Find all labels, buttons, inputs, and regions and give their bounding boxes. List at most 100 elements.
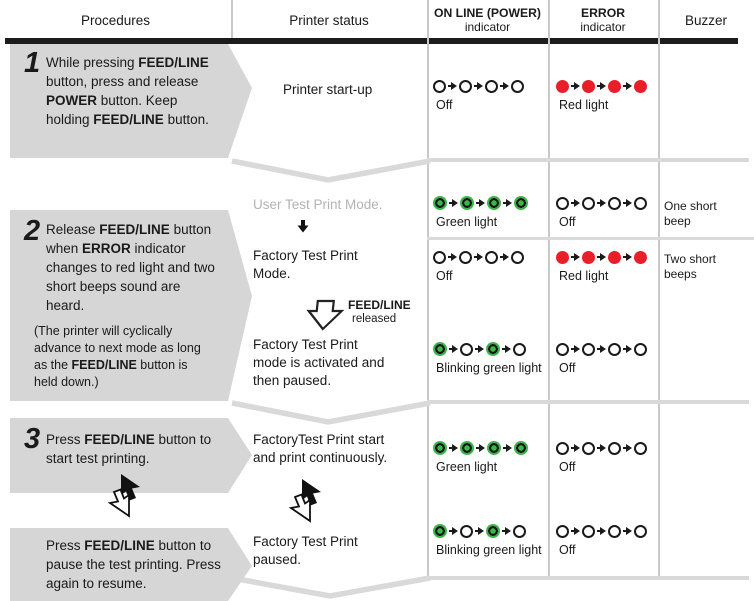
led-sequence	[433, 342, 542, 356]
text-segment: button to start test printing.	[46, 432, 212, 466]
text-segment: ERROR	[82, 241, 131, 256]
led-sequence-arrow-icon	[597, 81, 606, 91]
led-sequence-arrow-icon	[474, 252, 483, 262]
procedure-text-step2: Release FEED/LINE button when ERROR indi…	[46, 220, 218, 315]
off-led-circle	[485, 79, 498, 93]
off-led-circle	[513, 524, 526, 538]
feedline-released-label-bold: FEED/LINE	[348, 298, 411, 312]
error-header-line2: indicator	[580, 20, 626, 34]
led-sequence-arrow-icon	[476, 198, 485, 208]
off-led-circle	[459, 250, 472, 264]
green-led-circle	[433, 342, 447, 356]
error-indicator-step1: Red light	[556, 79, 647, 112]
red-led-circle	[634, 79, 647, 93]
off-led-circle	[433, 250, 446, 264]
green-led-circle	[487, 441, 501, 455]
row-separator-chevron	[231, 158, 431, 183]
off-led-circle	[511, 79, 524, 93]
status-factory-activated: Factory Test Print mode is activated and…	[253, 337, 385, 388]
off-led-circle	[634, 524, 647, 538]
feedline-released-arrow-icon	[306, 299, 345, 331]
led-sequence-arrow-icon	[476, 443, 485, 453]
led-sequence	[433, 79, 524, 93]
led-sequence	[556, 196, 647, 210]
led-label: Off	[436, 98, 453, 112]
red-led-circle	[608, 79, 621, 93]
red-led-circle	[556, 250, 569, 264]
red-led-circle	[582, 250, 595, 264]
green-led-circle	[487, 196, 501, 210]
step-number: 3	[24, 423, 41, 455]
off-led-circle	[556, 441, 569, 455]
error-indicator-user-mode: Off	[556, 196, 647, 229]
text-segment: (The printer will cyclically advance to …	[34, 324, 201, 372]
procedure-box-step1: 1 While pressing FEED/LINE button, press…	[10, 44, 252, 158]
row-separator-chevron	[231, 400, 431, 425]
led-label: Red light	[559, 269, 609, 283]
off-led-circle	[556, 524, 569, 538]
online-indicator-step3-pause: Blinking green light	[433, 524, 542, 557]
led-sequence-arrow-icon	[597, 344, 606, 354]
column-header-procedures: Procedures	[80, 13, 151, 28]
error-indicator-activated: Off	[556, 342, 647, 375]
green-led-circle	[433, 196, 447, 210]
led-sequence-arrow-icon	[571, 443, 580, 453]
procedure-box-step2: 2 Release FEED/LINE button when ERROR in…	[10, 210, 252, 401]
led-sequence-arrow-icon	[448, 81, 457, 91]
column-line	[427, 0, 429, 578]
off-led-circle	[608, 196, 621, 210]
led-sequence-arrow-icon	[623, 252, 632, 262]
off-led-circle	[608, 342, 621, 356]
off-led-circle	[582, 196, 595, 210]
text-segment: FEED/LINE	[84, 432, 155, 447]
text-segment: button. Keep holding	[46, 93, 178, 127]
led-sequence-arrow-icon	[448, 252, 457, 262]
led-label: Off	[559, 361, 576, 375]
led-sequence-arrow-icon	[623, 81, 632, 91]
off-led-circle	[634, 196, 647, 210]
green-led-circle	[433, 524, 447, 538]
off-led-circle	[608, 441, 621, 455]
led-sequence-arrow-icon	[571, 526, 580, 536]
off-led-circle	[433, 79, 446, 93]
green-led-circle	[433, 441, 447, 455]
text-segment: FEED/LINE	[138, 55, 209, 70]
led-label: Off	[559, 543, 576, 557]
red-led-circle	[608, 250, 621, 264]
led-sequence-arrow-icon	[571, 198, 580, 208]
buzzer-factory-mode: Two short beeps	[664, 252, 717, 281]
green-led-circle	[460, 441, 474, 455]
online-indicator-factory-mode: Off	[433, 250, 524, 283]
feedline-released-label: released	[352, 313, 397, 325]
led-sequence	[433, 196, 528, 210]
off-led-circle	[513, 342, 526, 356]
led-label: Blinking green light	[436, 543, 542, 557]
led-sequence-arrow-icon	[475, 526, 484, 536]
green-led-circle	[486, 342, 500, 356]
off-led-circle	[511, 250, 524, 264]
led-sequence-arrow-icon	[597, 198, 606, 208]
procedure-text-step3-pause: Press FEED/LINE button to pause the test…	[46, 536, 238, 593]
press-button-icon	[107, 474, 140, 518]
error-header-line1: ERROR	[580, 6, 625, 20]
row-separator-line	[427, 158, 749, 162]
led-sequence	[433, 441, 528, 455]
led-sequence-arrow-icon	[474, 81, 483, 91]
off-led-circle	[634, 441, 647, 455]
text-segment: FEED/LINE	[99, 222, 170, 237]
led-sequence-arrow-icon	[571, 344, 580, 354]
text-segment: FEED/LINE	[84, 538, 155, 553]
led-sequence	[556, 342, 647, 356]
off-led-circle	[459, 79, 472, 93]
led-sequence	[556, 441, 647, 455]
online-header-line1: ON LINE (POWER)	[434, 6, 541, 20]
led-sequence-arrow-icon	[502, 526, 511, 536]
press-button-icon	[288, 479, 321, 523]
text-segment: FEED/LINE	[71, 358, 137, 372]
text-segment: While pressing	[46, 55, 139, 70]
step-number: 1	[24, 47, 41, 79]
procedure-box-step3-pause: Press FEED/LINE button to pause the test…	[10, 528, 252, 601]
green-led-circle	[514, 441, 528, 455]
red-led-circle	[582, 79, 595, 93]
off-led-circle	[556, 196, 569, 210]
